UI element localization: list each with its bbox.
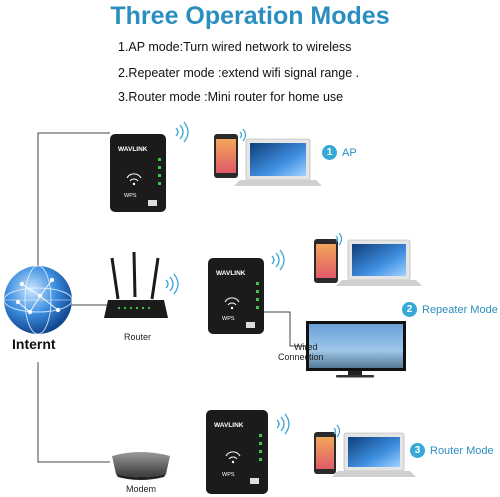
- laptop-icon: [336, 239, 422, 286]
- line-repeater-to-tv: [262, 311, 305, 347]
- mode-ap-description: 1.AP mode:Turn wired network to wireless: [118, 40, 352, 54]
- phone-icon: [314, 239, 338, 283]
- mode-repeater-description: 2.Repeater mode :extend wifi signal rang…: [118, 66, 360, 80]
- line-internet-to-ap: [37, 132, 110, 270]
- tv-icon: [306, 321, 406, 378]
- internet-globe-icon: [3, 265, 73, 335]
- laptop-icon: [332, 432, 416, 477]
- ap-mode-number: 1: [322, 145, 337, 160]
- router-mode-badge: 3 Router Mode: [410, 443, 494, 458]
- wifi-signal-icon: [271, 249, 285, 271]
- repeater-mode-number: 2: [402, 302, 417, 317]
- wifi-signal-icon: [333, 424, 341, 438]
- internet-label: Internt: [12, 336, 56, 352]
- line-internet-to-modem: [37, 362, 110, 463]
- mode-router-description: 3.Router mode :Mini router for home use: [118, 90, 344, 104]
- router-label: Router: [124, 332, 152, 342]
- wifi-signal-icon: [335, 232, 343, 246]
- router-mode-extender-brand: WAVLINK: [214, 422, 244, 429]
- ap-extender-brand: WAVLINK: [118, 146, 148, 153]
- repeater-mode-badge: 2 Repeater Mode: [402, 302, 498, 317]
- router-mode-extender-wps: WPS: [222, 472, 235, 478]
- wifi-signal-icon: [175, 121, 189, 143]
- router-device: [104, 251, 168, 318]
- modem-device: [112, 452, 170, 480]
- repeater-mode-label: Repeater Mode: [422, 303, 498, 316]
- connection-lines: [37, 132, 305, 463]
- wifi-signal-icon: [276, 413, 290, 435]
- phone-icon: [314, 432, 336, 474]
- page-title: Three Operation Modes: [110, 2, 390, 30]
- ap-mode-label: AP: [342, 146, 357, 159]
- repeater-extender-device: WAVLINK WPS: [208, 258, 264, 334]
- laptop-icon: [234, 138, 322, 186]
- router-mode-number: 3: [410, 443, 425, 458]
- wifi-signal-icon: [165, 273, 179, 295]
- ap-mode-badge: 1 AP: [322, 145, 357, 160]
- modem-label: Modem: [126, 484, 157, 494]
- wired-label: Wired: [294, 342, 318, 352]
- repeater-extender-wps: WPS: [222, 316, 235, 322]
- phone-icon: [214, 134, 238, 178]
- ap-extender-wps: WPS: [124, 193, 137, 199]
- repeater-extender-brand: WAVLINK: [216, 270, 246, 277]
- ap-extender-device: WAVLINK WPS: [110, 134, 166, 212]
- connection-label: Connection: [278, 352, 324, 362]
- wifi-signal-icon: [239, 128, 247, 142]
- router-mode-label: Router Mode: [430, 444, 494, 457]
- router-mode-extender-device: WAVLINK WPS: [206, 410, 268, 494]
